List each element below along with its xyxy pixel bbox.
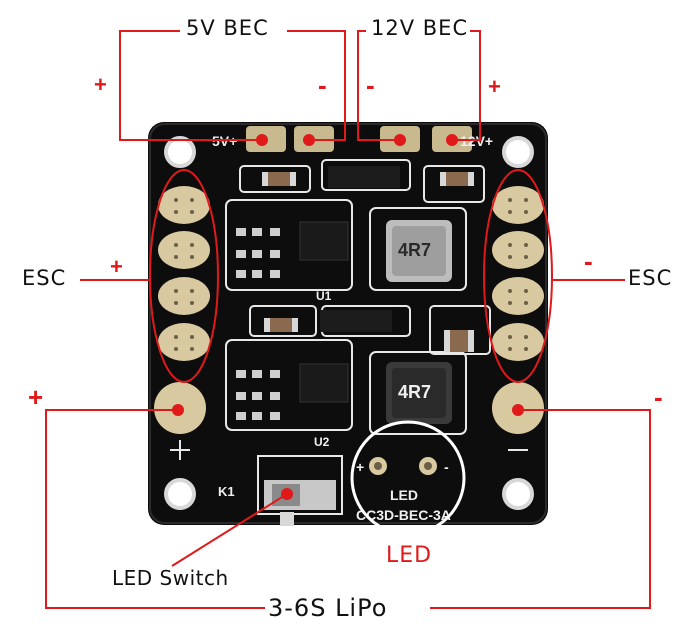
lipo-plus-line xyxy=(45,409,265,609)
led-switch-label: LED Switch xyxy=(112,566,229,590)
bec12-plus-line xyxy=(452,30,481,141)
bec12-minus-line xyxy=(357,30,400,141)
annotations xyxy=(45,30,651,609)
esc-right-minus-sign: - xyxy=(584,246,593,276)
bec5-plus-line xyxy=(119,30,262,141)
smd-components xyxy=(236,172,474,420)
lipo-label: 3-6S LiPo xyxy=(268,594,388,622)
esc-left-plus-sign: + xyxy=(110,254,123,279)
lipo-minus-line xyxy=(430,409,651,609)
lipo-plus-sign: + xyxy=(28,382,44,412)
esc-right-label: ESC xyxy=(628,266,673,290)
led-plus-silk: + xyxy=(356,459,364,475)
esc-pads-right xyxy=(492,186,544,361)
led-highlight-circle xyxy=(350,420,466,536)
ic-chips xyxy=(299,166,400,403)
pcb-board: 5V+ 12V+ U1 U2 K1 LED CC3D-BEC-3A 4R7 4R… xyxy=(148,122,548,526)
esc-left-label: ESC xyxy=(22,266,67,290)
inductor-bottom-label: 4R7 xyxy=(398,382,431,402)
bec5-label: 5V BEC xyxy=(186,16,269,40)
silk-k1: K1 xyxy=(218,484,235,499)
esc-right-ellipse xyxy=(483,169,553,383)
bec5-plus-sign: + xyxy=(94,72,107,97)
esc-left-ellipse xyxy=(149,169,219,383)
esc-pads-left xyxy=(158,186,210,361)
silkscreen-outlines xyxy=(170,159,528,460)
bec12-minus-sign: - xyxy=(366,70,375,100)
lipo-minus-sign: - xyxy=(654,382,663,412)
silk-u1: U1 xyxy=(316,289,332,303)
led-minus-silk: - xyxy=(444,459,449,475)
silk-u2: U2 xyxy=(314,435,330,449)
bec12-label: 12V BEC xyxy=(371,16,469,40)
led-label: LED xyxy=(386,543,433,568)
silk-board-name: CC3D-BEC-3A xyxy=(356,507,451,523)
mounting-holes xyxy=(164,136,534,510)
bec5-minus-line xyxy=(287,30,346,141)
pad-vias xyxy=(174,198,528,351)
slide-switch xyxy=(257,455,343,526)
bec12-plus-sign: + xyxy=(488,74,501,99)
silk-led: LED xyxy=(390,487,418,503)
led-switch-line xyxy=(171,493,288,567)
bec5-minus-sign: - xyxy=(318,70,327,100)
inductor-top-label: 4R7 xyxy=(398,240,431,260)
annotation-dots xyxy=(172,134,524,500)
inductors xyxy=(386,220,452,424)
